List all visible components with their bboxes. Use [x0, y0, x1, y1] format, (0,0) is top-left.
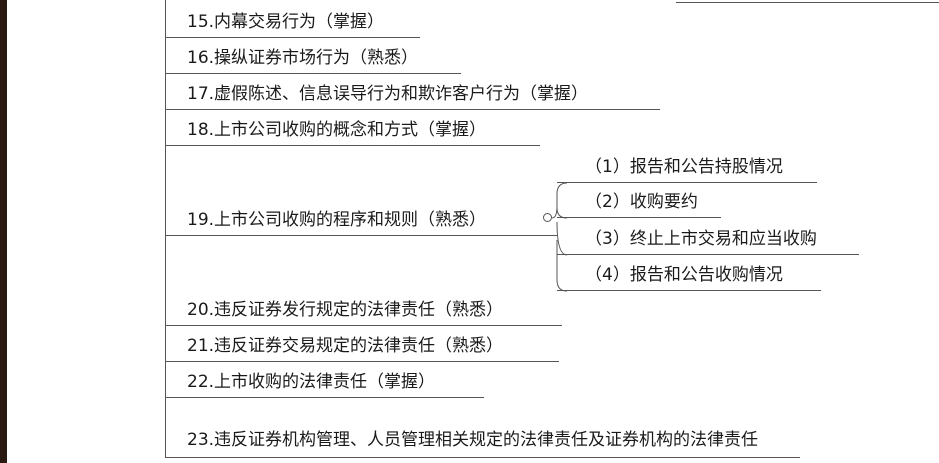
collapse-toggle-icon[interactable] — [543, 213, 552, 222]
previous-node-underline — [676, 0, 939, 3]
branch-spine — [165, 0, 166, 458]
node-label: 16.操纵证券市场行为（熟悉） — [187, 48, 419, 68]
node-label: 22.上市收购的法律责任（掌握） — [187, 372, 436, 392]
child-label: （2）收购要约 — [585, 192, 698, 212]
left-border — [0, 0, 7, 463]
mindmap-child-19-1[interactable]: （1）报告和公告持股情况 — [557, 147, 817, 183]
node-label: 19.上市公司收购的程序和规则（熟悉） — [187, 210, 487, 230]
mindmap-node-16[interactable]: 16.操纵证券市场行为（熟悉） — [166, 38, 461, 74]
child-label: （4）报告和公告收购情况 — [585, 265, 783, 285]
node-label: 17.虚假陈述、信息误导行为和欺诈客户行为（掌握） — [187, 84, 589, 104]
mindmap-node-19[interactable]: 19.上市公司收购的程序和规则（熟悉） — [166, 200, 557, 236]
mindmap-node-17[interactable]: 17.虚假陈述、信息误导行为和欺诈客户行为（掌握） — [166, 74, 660, 110]
mindmap-node-18[interactable]: 18.上市公司收购的概念和方式（掌握） — [166, 110, 540, 146]
mindmap-child-19-3[interactable]: （3）终止上市交易和应当收购 — [557, 219, 859, 255]
node-label: 20.违反证券发行规定的法律责任（熟悉） — [187, 300, 504, 320]
child-label: （3）终止上市交易和应当收购 — [585, 229, 817, 249]
mindmap-node-15[interactable]: 15.内幕交易行为（掌握） — [166, 2, 420, 38]
mindmap-child-19-4[interactable]: （4）报告和公告收购情况 — [557, 255, 821, 291]
node-label: 23.违反证券机构管理、人员管理相关规定的法律责任及证券机构的法律责任 — [187, 430, 759, 450]
mindmap-node-21[interactable]: 21.违反证券交易规定的法律责任（熟悉） — [166, 326, 559, 362]
mindmap-node-22[interactable]: 22.上市收购的法律责任（掌握） — [166, 362, 484, 398]
node-label: 15.内幕交易行为（掌握） — [187, 12, 385, 32]
mindmap-node-20[interactable]: 20.违反证券发行规定的法律责任（熟悉） — [166, 290, 562, 326]
node-label: 18.上市公司收购的概念和方式（掌握） — [187, 120, 487, 140]
child-label: （1）报告和公告持股情况 — [585, 157, 783, 177]
mindmap-node-23[interactable]: 23.违反证券机构管理、人员管理相关规定的法律责任及证券机构的法律责任 — [166, 398, 800, 458]
node-label: 21.违反证券交易规定的法律责任（熟悉） — [187, 336, 504, 356]
mindmap-child-19-2[interactable]: （2）收购要约 — [557, 182, 721, 218]
